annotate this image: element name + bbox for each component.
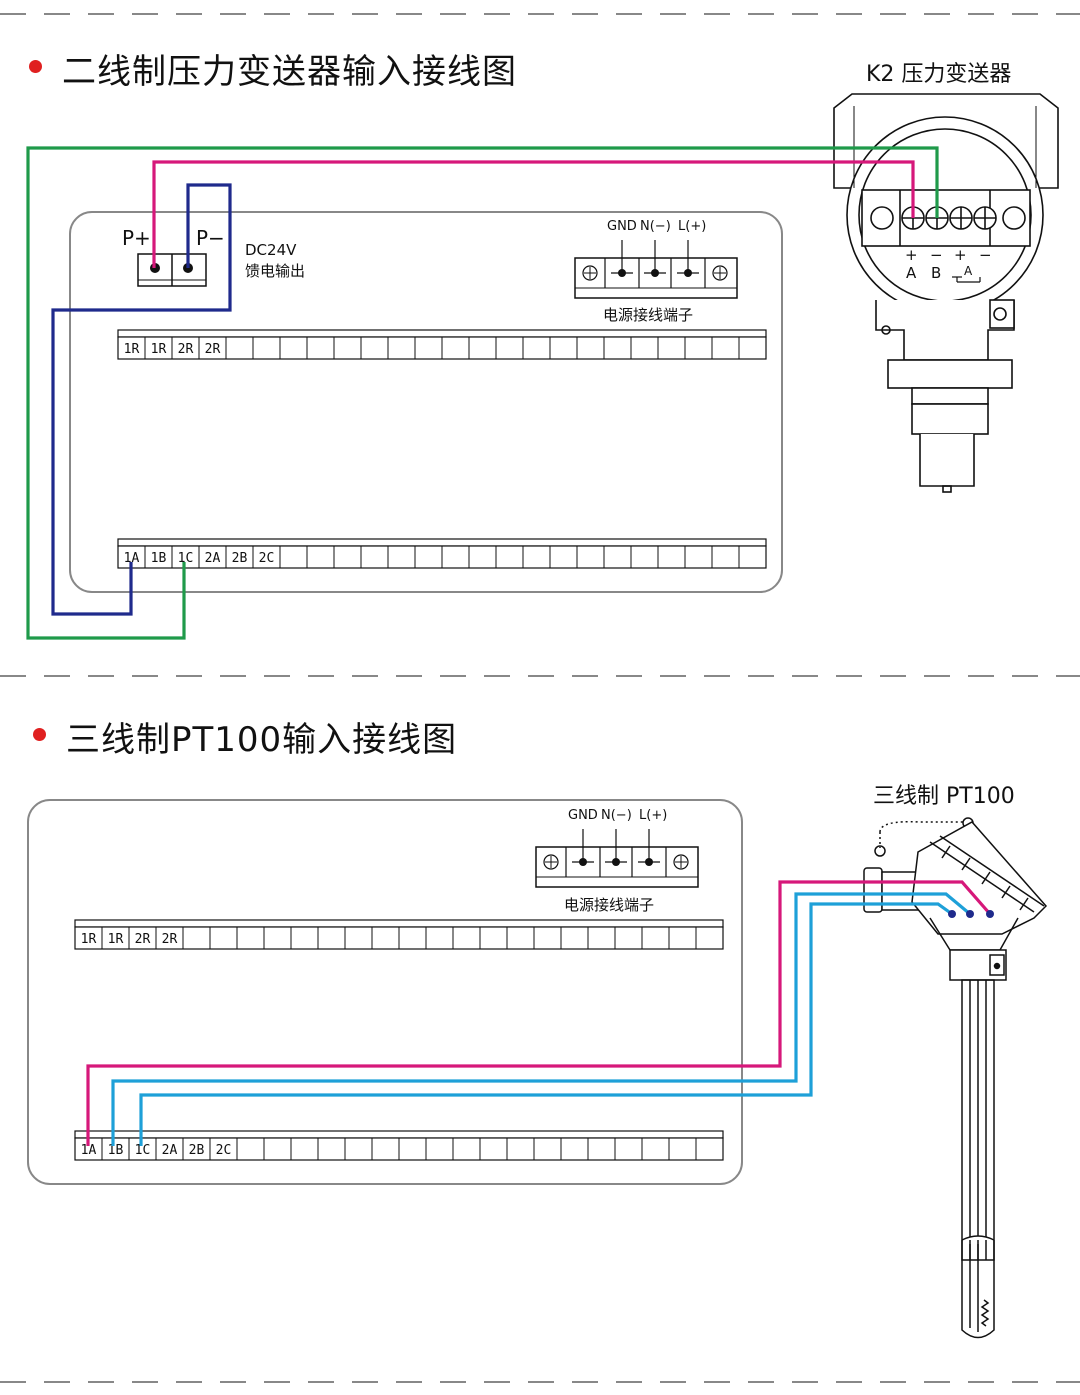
- terminal-label: 2R: [162, 932, 178, 947]
- terminal-label: 2A: [162, 1143, 178, 1158]
- n-label-1: N(−): [640, 219, 671, 234]
- power-caption-2: 电源接线端子: [564, 896, 655, 914]
- terminal-label: 2R: [178, 342, 194, 357]
- sub-a-mark: A: [964, 264, 973, 278]
- section2-title: 三线制PT100输入接线图: [66, 720, 458, 760]
- terminal-label: 2A: [205, 551, 221, 566]
- feed-output-label: 馈电输出: [245, 262, 306, 280]
- terminal-strip-top-2: 1R 1R 2R 2R: [74, 919, 724, 950]
- bullet-2: [33, 728, 46, 741]
- wires-section-1: [26, 146, 939, 640]
- wire-green-1: [26, 146, 939, 640]
- wire-cyan-2a: [111, 892, 972, 1146]
- terminal-label: 1B: [108, 1143, 124, 1158]
- a-mark: A: [906, 264, 917, 282]
- power-caption-1: 电源接线端子: [603, 306, 694, 324]
- bullet-1: [29, 60, 42, 73]
- p-minus-label: P−: [196, 226, 225, 250]
- dc24v-label: DC24V: [245, 241, 297, 259]
- wire-cyan-2b: [139, 902, 953, 1146]
- terminal-label: 1R: [151, 342, 167, 357]
- gnd-label-1: GND: [607, 219, 637, 234]
- terminal-label: 1C: [178, 551, 194, 566]
- pressure-transmitter: [833, 93, 1059, 493]
- terminal-label: 1A: [124, 551, 140, 566]
- section1-title: 二线制压力变送器输入接线图: [62, 52, 517, 92]
- terminal-label: 1B: [151, 551, 167, 566]
- transmitter-label: K2 压力变送器: [866, 62, 1012, 87]
- terminal-label: 1A: [81, 1143, 97, 1158]
- gnd-label-2: GND: [568, 808, 598, 823]
- plus2-mark: +: [954, 246, 967, 264]
- terminal-label: 1C: [135, 1143, 151, 1158]
- controller-panel-2: [27, 799, 743, 1185]
- terminal-label: 1R: [124, 342, 140, 357]
- wire-magenta-1: [152, 160, 915, 268]
- wire-navy-1: [51, 183, 232, 616]
- minus-mark: −: [930, 246, 943, 264]
- terminal-label: 2C: [216, 1143, 232, 1158]
- minus2-mark: −: [979, 246, 992, 264]
- wires-section-2: [86, 880, 994, 1146]
- p-plus-label: P+: [122, 226, 151, 250]
- l-label-2: L(+): [639, 808, 668, 823]
- n-label-2: N(−): [601, 808, 632, 823]
- terminal-strip-top-1: 1R 1R 2R 2R: [117, 329, 767, 360]
- terminal-label: 2C: [259, 551, 275, 566]
- terminal-strip-bottom-2: 1A 1B 1C 2A 2B 2C: [74, 1130, 724, 1161]
- wire-magenta-2: [86, 880, 992, 1146]
- pt100-label: 三线制 PT100: [873, 784, 1015, 809]
- power-terminal-1: [574, 240, 738, 299]
- terminal-label: 2R: [135, 932, 151, 947]
- l-label-1: L(+): [678, 219, 707, 234]
- pt100-sensor: [863, 817, 1048, 1339]
- b-mark: B: [931, 264, 942, 282]
- terminal-label: 2B: [232, 551, 248, 566]
- terminal-label: 2R: [205, 342, 221, 357]
- terminal-strip-bottom-1: 1A 1B 1C 2A 2B 2C: [117, 538, 767, 569]
- plus-mark: +: [905, 246, 918, 264]
- power-terminal-2: [535, 829, 699, 888]
- controller-panel-1: [69, 211, 783, 593]
- terminal-label: 2B: [189, 1143, 205, 1158]
- terminal-label: 1R: [108, 932, 124, 947]
- terminal-label: 1R: [81, 932, 97, 947]
- feed-terminal: [137, 253, 207, 287]
